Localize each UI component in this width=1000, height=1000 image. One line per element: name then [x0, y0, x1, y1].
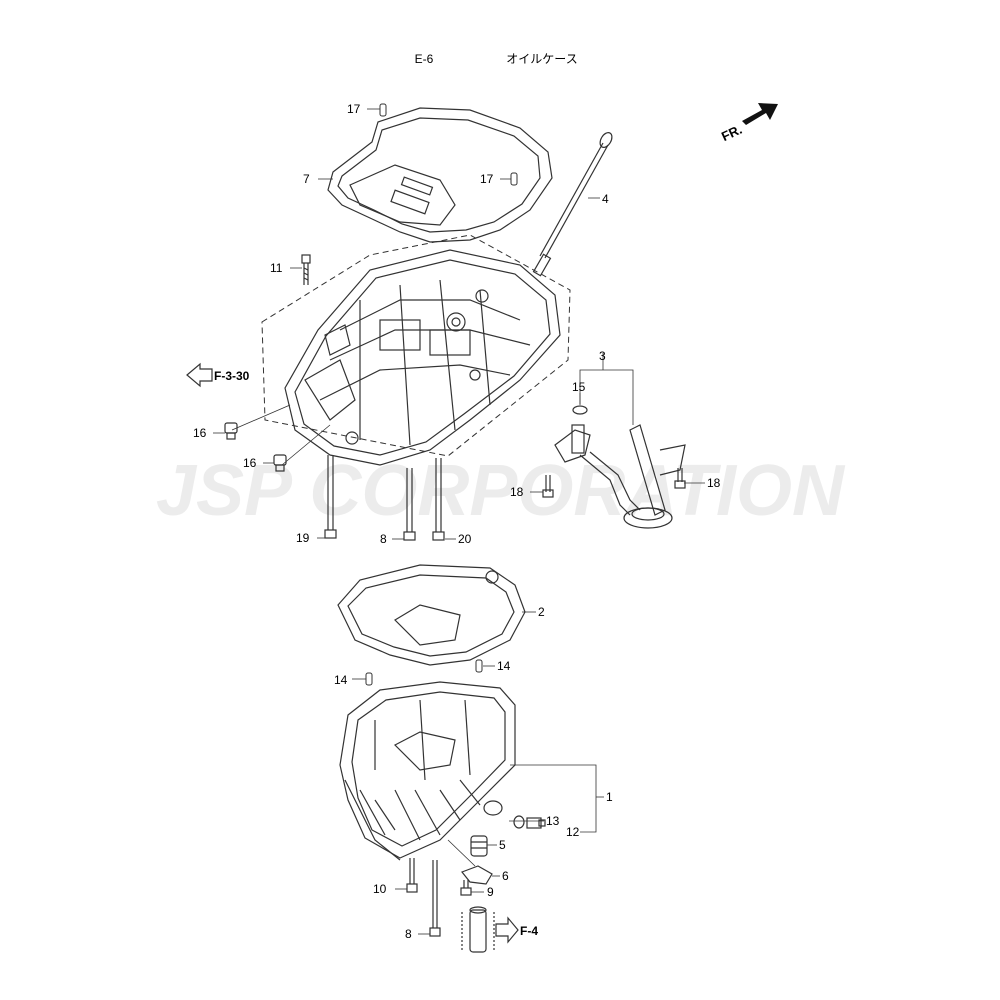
front-direction-arrow-icon: FR. [719, 103, 778, 144]
callout-6: 6 [502, 869, 509, 883]
callout-8-lower: 8 [405, 927, 412, 941]
callout-5: 5 [499, 838, 506, 852]
drain-bolt-part [513, 815, 546, 829]
callout-18-left: 18 [510, 485, 524, 499]
watermark-text: JSP CORPORATION [156, 451, 846, 531]
lower-reference-label: F-4 [520, 924, 538, 938]
callout-14-right: 14 [497, 659, 511, 673]
callout-4: 4 [602, 192, 609, 206]
callout-11: 11 [270, 261, 283, 275]
bolt-8-lower-part [429, 860, 441, 937]
callout-12: 12 [566, 825, 580, 839]
bolt-18-left-part [542, 475, 554, 498]
pipe-part [461, 906, 495, 953]
bolt-9-part [460, 880, 472, 896]
callout-2: 2 [538, 605, 545, 619]
dowel-pin-lower-1 [365, 672, 373, 686]
upper-reference-arrow[interactable]: F-3-30 [186, 362, 250, 388]
callout-20: 20 [458, 532, 472, 546]
left-arrow-icon [186, 362, 213, 388]
bolt-8-upper-part [403, 468, 416, 541]
callout-1: 1 [606, 790, 613, 804]
callout-13: 13 [546, 814, 560, 828]
callout-numbers: 17 7 17 4 11 3 15 16 16 18 18 19 8 20 2 … [193, 102, 721, 941]
dowel-pin-upper-1 [379, 103, 387, 117]
right-arrow-icon [495, 916, 519, 944]
callout-15: 15 [572, 380, 586, 394]
oil-dipstick-part [532, 132, 613, 277]
section-code: E-6 [415, 52, 434, 66]
callout-8-upper: 8 [380, 532, 387, 546]
callout-9: 9 [487, 885, 494, 899]
callout-16-lower: 16 [243, 456, 257, 470]
bolt-10-part [406, 858, 418, 893]
lower-reference-arrow[interactable]: F-4 [495, 916, 538, 944]
plug-16-lower-part [273, 454, 287, 472]
bolt-20-part [432, 458, 445, 541]
oil-strainer-part [554, 424, 686, 529]
filter-5-part [470, 835, 488, 857]
leader-lines [213, 108, 705, 935]
bolt-11-part [301, 254, 311, 285]
o-ring-15-part [572, 405, 588, 415]
callout-14-left: 14 [334, 673, 348, 687]
callout-17-lower: 17 [480, 172, 494, 186]
oil-case-body-part [261, 234, 571, 466]
front-direction-label: FR. [719, 122, 744, 144]
callout-3: 3 [599, 349, 606, 363]
callout-16-upper: 16 [193, 426, 207, 440]
bolt-18-right-part [674, 468, 686, 489]
plug-16-upper-part [224, 422, 238, 440]
bolt-19-part [324, 455, 337, 539]
oil-pan-part [339, 681, 516, 861]
upper-gasket-part [327, 107, 553, 243]
upper-reference-label: F-3-30 [214, 369, 250, 383]
dowel-pin-lower-2 [475, 659, 483, 673]
dowel-pin-upper-2 [510, 172, 518, 186]
callout-18-right: 18 [707, 476, 721, 490]
callout-17-upper: 17 [347, 102, 361, 116]
lower-gasket-part [337, 564, 526, 666]
section-title: オイルケース [506, 52, 577, 66]
callout-7: 7 [303, 172, 310, 186]
plate-6-part [461, 865, 493, 885]
callout-10: 10 [373, 882, 387, 896]
callout-19: 19 [296, 531, 310, 545]
